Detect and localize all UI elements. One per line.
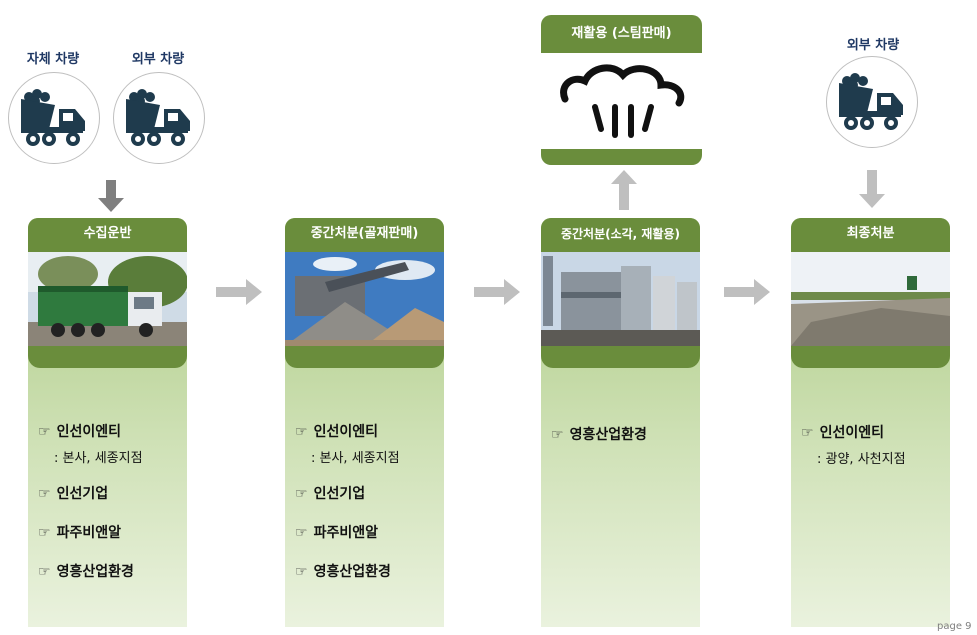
pointing-hand-icon: ☞ bbox=[295, 486, 308, 502]
landfill-photo bbox=[791, 252, 950, 346]
pointing-hand-icon: ☞ bbox=[38, 525, 51, 541]
pointing-hand-icon: ☞ bbox=[38, 424, 51, 440]
recycle-box: 재활용 (스팀판매) bbox=[541, 15, 702, 165]
arrow-right-icon bbox=[474, 279, 520, 305]
list-item: ☞인선이엔티 bbox=[38, 424, 121, 440]
pointing-hand-icon: ☞ bbox=[801, 425, 814, 441]
arrow-right-icon bbox=[724, 279, 770, 305]
truck-photo bbox=[28, 252, 187, 346]
list-item: ☞인선기업 bbox=[38, 486, 109, 502]
external-vehicle-label-left: 외부 차량 bbox=[131, 52, 185, 67]
pointing-hand-icon: ☞ bbox=[295, 564, 308, 580]
recycle-box-body bbox=[541, 53, 702, 149]
list-item: ☞영흥산업환경 bbox=[38, 564, 134, 580]
list-item: ☞인선이엔티 bbox=[295, 424, 378, 440]
pointing-hand-icon: ☞ bbox=[551, 427, 564, 443]
aggregate-photo bbox=[285, 252, 444, 346]
pointing-hand-icon: ☞ bbox=[38, 486, 51, 502]
external-vehicle-circle-right bbox=[826, 56, 918, 148]
external-vehicle-circle-left bbox=[113, 72, 205, 164]
list-item: ☞인선기업 bbox=[295, 486, 366, 502]
list-item: ☞파주비앤알 bbox=[295, 525, 378, 541]
list-item: ☞영흥산업환경 bbox=[295, 564, 391, 580]
company-list: ☞인선이엔티 : 본사, 세종지점 ☞인선기업 ☞파주비앤알 ☞영흥산업환경 bbox=[38, 421, 186, 581]
arrow-right-icon bbox=[216, 279, 262, 305]
page-number: page 9 bbox=[937, 621, 972, 632]
incinerator-photo bbox=[541, 252, 700, 346]
pointing-hand-icon: ☞ bbox=[295, 525, 308, 541]
list-item: ☞인선이엔티 bbox=[801, 425, 884, 441]
column-title: 최종처분 bbox=[791, 218, 950, 250]
recycle-box-title: 재활용 (스팀판매) bbox=[571, 26, 672, 41]
pointing-hand-icon: ☞ bbox=[38, 564, 51, 580]
pointing-hand-icon: ☞ bbox=[295, 424, 308, 440]
own-vehicle-label: 자체 차량 bbox=[26, 52, 80, 67]
list-item: ☞영흥산업환경 bbox=[551, 427, 647, 443]
arrow-up-icon bbox=[611, 170, 637, 210]
company-list: ☞인선이엔티 : 광양, 사천지점 bbox=[801, 422, 949, 467]
arrow-down-icon bbox=[98, 180, 124, 212]
list-item-sub: : 본사, 세종지점 bbox=[54, 451, 143, 466]
arrow-down-icon bbox=[859, 170, 885, 208]
list-item-sub: : 광양, 사천지점 bbox=[817, 452, 906, 467]
list-item: ☞파주비앤알 bbox=[38, 525, 121, 541]
list-item-sub: : 본사, 세종지점 bbox=[311, 451, 400, 466]
steam-icon bbox=[559, 64, 684, 138]
dump-truck-icon bbox=[126, 89, 190, 146]
external-vehicle-label-right: 외부 차량 bbox=[846, 38, 900, 53]
column-title: 중간처분(골재판매) bbox=[285, 218, 444, 250]
company-list: ☞영흥산업환경 bbox=[551, 424, 699, 444]
dump-truck-icon bbox=[839, 73, 903, 130]
company-list: ☞인선이엔티 : 본사, 세종지점 ☞인선기업 ☞파주비앤알 ☞영흥산업환경 bbox=[295, 421, 443, 581]
own-vehicle-circle bbox=[8, 72, 100, 164]
column-title: 중간처분(소각, 재활용) bbox=[541, 218, 700, 250]
dump-truck-icon bbox=[21, 89, 85, 146]
column-title: 수집운반 bbox=[28, 218, 187, 250]
